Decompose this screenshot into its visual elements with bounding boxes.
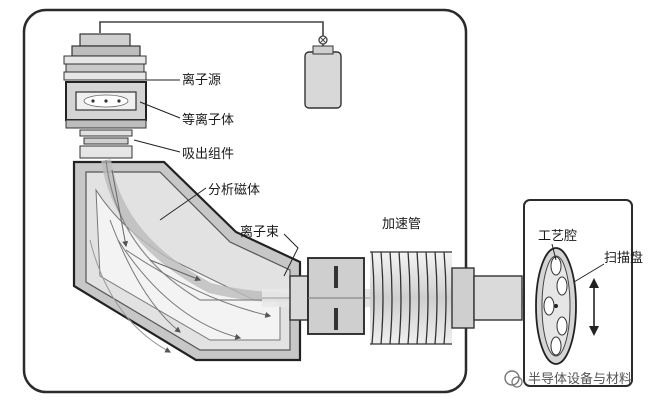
label-scan-disk: 扫描盘 [604, 250, 643, 266]
label-plasma: 等离子体 [182, 112, 234, 128]
extraction-electrodes [79, 129, 133, 137]
beam-pipe [451, 267, 523, 329]
gas-supply [99, 21, 342, 109]
label-accelerator: 加速管 [382, 217, 421, 232]
leader-lines [133, 79, 605, 283]
accelerator-tube [370, 251, 452, 345]
ion-source-assembly [63, 33, 147, 159]
label-process-chamber: 工艺腔 [538, 229, 577, 244]
analyzer-magnet [72, 159, 302, 362]
label-analyzer-magnet: 分析磁体 [208, 183, 260, 198]
watermark: 半导体设备与材料 [504, 370, 632, 388]
label-extraction: 吸出组件 [182, 147, 234, 162]
label-ion-source: 离子源 [182, 72, 221, 88]
process-chamber [523, 199, 633, 387]
gas-bottle [304, 51, 342, 109]
aperture-block [289, 257, 365, 335]
watermark-text: 半导体设备与材料 [528, 371, 632, 387]
label-ion-beam: 离子束 [240, 224, 279, 240]
